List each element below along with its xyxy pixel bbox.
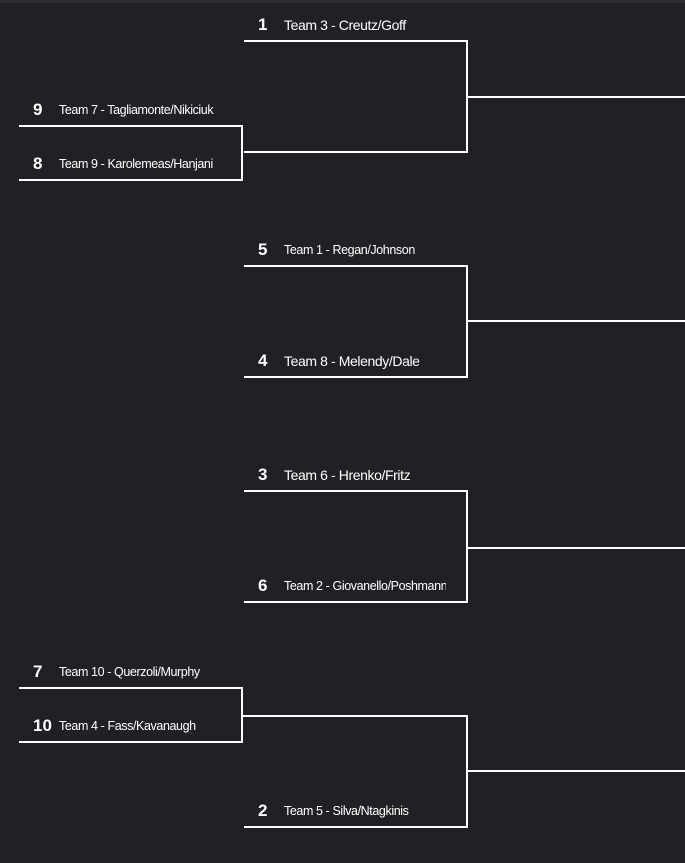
team-name: Team 1 - Regan/Johnson: [284, 243, 415, 257]
seed-number: 5: [258, 240, 268, 259]
seed-number: 7: [33, 662, 43, 681]
team-name: Team 3 - Creutz/Goff: [284, 17, 406, 33]
bracket-connector: [244, 151, 468, 153]
bracket-slot-r2m4-bottom[interactable]: 2 Team 5 - Silva/Ntagkinis: [244, 798, 468, 828]
team-name: Team 10 - Querzoli/Murphy: [59, 665, 200, 679]
seed-number: 2: [258, 801, 268, 820]
bracket-connector: [241, 125, 243, 181]
team-name: Team 9 - Karolemeas/Hanjani: [59, 157, 213, 171]
bracket-connector: [466, 96, 685, 98]
team-name: Team 7 - Tagliamonte/Nikiciuk: [59, 103, 214, 117]
bracket-connector: [466, 547, 685, 549]
team-name: Team 6 - Hrenko/Fritz: [284, 467, 411, 483]
seed-number: 4: [258, 351, 268, 370]
team-name: Team 2 - Giovanello/Poshmann: [284, 579, 446, 593]
bracket-slot-r2m3-top[interactable]: 3 Team 6 - Hrenko/Fritz: [244, 462, 468, 492]
bracket-slot-r1m1-top[interactable]: 9 Team 7 - Tagliamonte/Nikiciuk: [19, 97, 243, 127]
bracket-connector: [466, 770, 685, 772]
bracket-connector: [241, 715, 468, 717]
seed-number: 8: [33, 154, 43, 173]
team-name: Team 5 - Silva/Ntagkinis: [284, 804, 409, 818]
bracket-slot-r2m1-top[interactable]: 1 Team 3 - Creutz/Goff: [244, 12, 468, 42]
team-name: Team 4 - Fass/Kavanaugh: [59, 719, 196, 733]
bracket-slot-r1m1-bottom[interactable]: 8 Team 9 - Karolemeas/Hanjani: [19, 151, 243, 181]
bracket-slot-r2m2-bottom[interactable]: 4 Team 8 - Melendy/Dale: [244, 348, 468, 378]
bracket-slot-r1m2-top[interactable]: 7 Team 10 - Querzoli/Murphy: [19, 659, 243, 689]
seed-number: 1: [258, 15, 268, 34]
top-border: [0, 0, 685, 3]
bracket-connector: [466, 320, 685, 322]
bracket-slot-r1m2-bottom[interactable]: 10 Team 4 - Fass/Kavanaugh: [19, 713, 243, 743]
seed-number: 3: [258, 465, 268, 484]
bracket-connector: [466, 490, 468, 603]
team-name: Team 8 - Melendy/Dale: [284, 353, 420, 369]
bracket-slot-r2m3-bottom[interactable]: 6 Team 2 - Giovanello/Poshmann: [244, 573, 468, 603]
seed-number: 6: [258, 576, 268, 595]
seed-number: 10: [33, 716, 52, 735]
seed-number: 9: [33, 100, 43, 119]
bracket-slot-r2m2-top[interactable]: 5 Team 1 - Regan/Johnson: [244, 237, 468, 267]
